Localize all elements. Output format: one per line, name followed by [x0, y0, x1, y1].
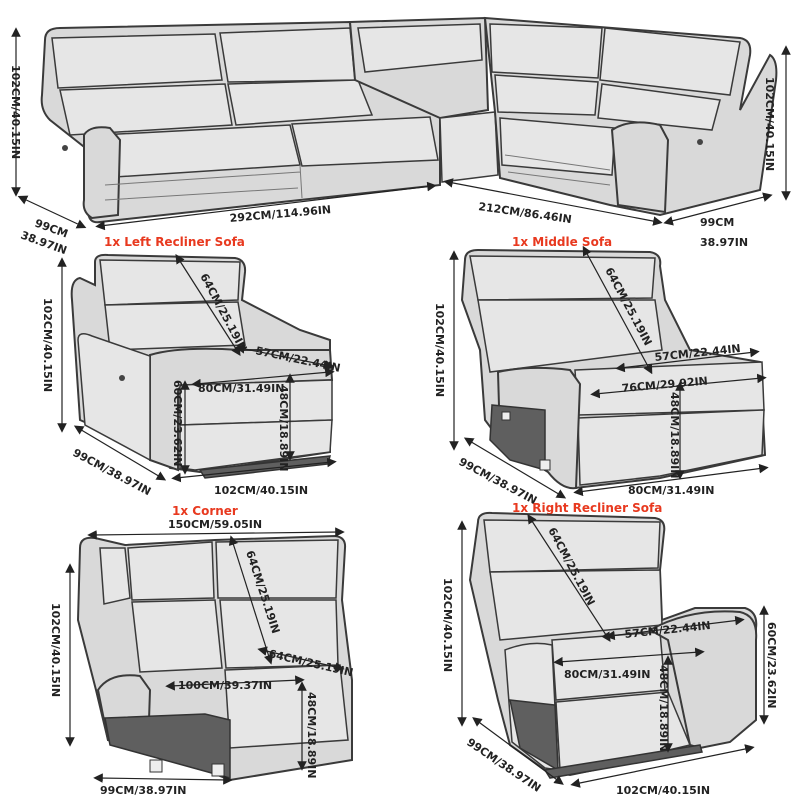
corner-height-label: 102CM/40.15IN	[49, 603, 62, 697]
corner-seat-width-label: 100CM/39.37IN	[178, 679, 272, 692]
overview-height-label: 102CM/40.15IN	[9, 65, 22, 159]
middle-sofa-title: 1x Middle Sofa	[512, 235, 612, 249]
right-recliner-title: 1x Right Recliner Sofa	[512, 501, 662, 515]
left-recliner-seat-width-label: 80CM/31.49IN	[198, 382, 284, 395]
overview-depth-right-in-label: 38.97IN	[700, 236, 748, 249]
corner-top-width-label: 150CM/59.05IN	[168, 518, 262, 531]
corner-depth-label: 99CM/38.97IN	[100, 784, 186, 797]
left-recliner-title: 1x Left Recliner Sofa	[104, 235, 245, 249]
left-recliner-width-label: 102CM/40.15IN	[214, 484, 308, 497]
left-recliner-seat-height-label: 48CM/18.89IN	[277, 385, 290, 471]
right-recliner-seat-height-label: 48CM/18.89IN	[657, 665, 670, 751]
middle-width-label: 80CM/31.49IN	[628, 484, 714, 497]
overview-height-right-label: 102CM/40.15IN	[763, 77, 776, 171]
overview-width-right-label: 212CM/86.46IN	[478, 200, 573, 226]
left-recliner-arm-height-label: 60CM/23.62IN	[171, 380, 184, 466]
overview-depth-right-label: 99CM	[700, 216, 734, 229]
right-recliner-width-label: 102CM/40.15IN	[616, 784, 710, 797]
right-recliner-seat-width-label: 80CM/31.49IN	[564, 668, 650, 681]
sectional-overview	[40, 16, 778, 224]
right-recliner-arm-height-label: 60CM/23.62IN	[765, 622, 778, 708]
right-recliner-height-label: 102CM/40.15IN	[441, 578, 454, 672]
corner-seat-height-label: 48CM/18.89IN	[305, 692, 318, 778]
middle-seat-height-label: 48CM/18.89IN	[668, 392, 681, 478]
middle-height-label: 102CM/40.15IN	[433, 303, 446, 397]
corner-title: 1x Corner	[172, 504, 238, 518]
left-recliner-height-label: 102CM/40.15IN	[41, 298, 54, 392]
right-recliner-panel: 1x Right Recliner Sofa	[468, 501, 758, 779]
